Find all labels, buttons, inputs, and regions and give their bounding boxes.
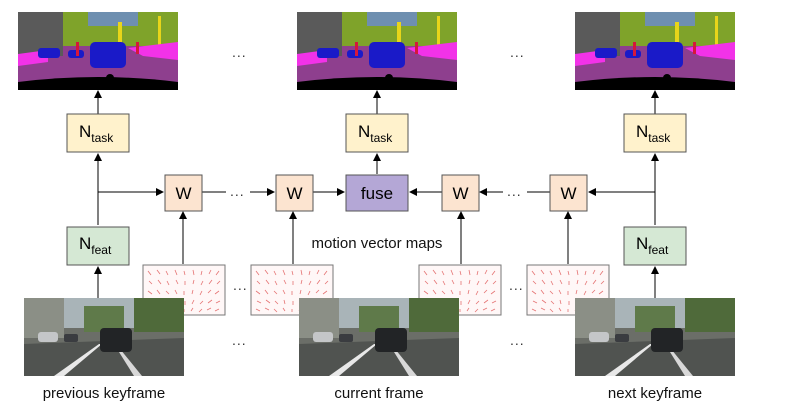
frame-previous-keyframe: [24, 298, 184, 376]
ellipsis-top-right: ...: [510, 44, 525, 60]
svg-text:W: W: [286, 184, 302, 203]
ellipsis-mid-right: ...: [507, 183, 522, 199]
ellipsis-bottom-right: ...: [510, 332, 525, 348]
frame-next-keyframe: [575, 298, 735, 376]
ellipsis-motion-left: ...: [233, 277, 248, 293]
warp-box-4: W: [549, 174, 588, 212]
svg-text:W: W: [452, 184, 468, 203]
ellipsis-bottom-left: ...: [232, 332, 247, 348]
connector-arrows: [94, 90, 659, 298]
task-network-previous: Ntask: [66, 113, 130, 153]
svg-text:Ntask: Ntask: [636, 122, 671, 145]
ellipsis-motion-right: ...: [509, 277, 524, 293]
frame-current: [299, 298, 459, 376]
feature-network-next: Nfeat: [623, 226, 687, 266]
ellipsis-mid-left: ...: [230, 183, 245, 199]
caption-current-frame: current frame: [334, 385, 423, 402]
feature-network-previous: Nfeat: [66, 226, 130, 266]
svg-text:Nfeat: Nfeat: [79, 234, 112, 257]
task-network-current: Ntask: [345, 113, 409, 153]
motion-vector-maps-label: motion vector maps: [312, 235, 443, 252]
caption-next-keyframe: next keyframe: [608, 385, 702, 402]
task-network-next: Ntask: [623, 113, 687, 153]
warp-box-2: W: [275, 174, 314, 212]
segmentation-map-previous: [18, 12, 178, 90]
ellipsis-top-left: ...: [232, 44, 247, 60]
svg-text:Ntask: Ntask: [79, 122, 114, 145]
svg-text:W: W: [560, 184, 576, 203]
caption-previous-keyframe: previous keyframe: [43, 385, 166, 402]
svg-text:W: W: [175, 184, 191, 203]
svg-text:Nfeat: Nfeat: [636, 234, 669, 257]
warp-box-3: W: [441, 174, 480, 212]
fuse-box: fuse: [345, 174, 409, 212]
segmentation-map-next: [575, 12, 735, 90]
warp-box-1: W: [164, 174, 203, 212]
segmentation-map-current: [297, 12, 457, 90]
svg-text:fuse: fuse: [361, 184, 393, 203]
svg-text:Ntask: Ntask: [358, 122, 393, 145]
